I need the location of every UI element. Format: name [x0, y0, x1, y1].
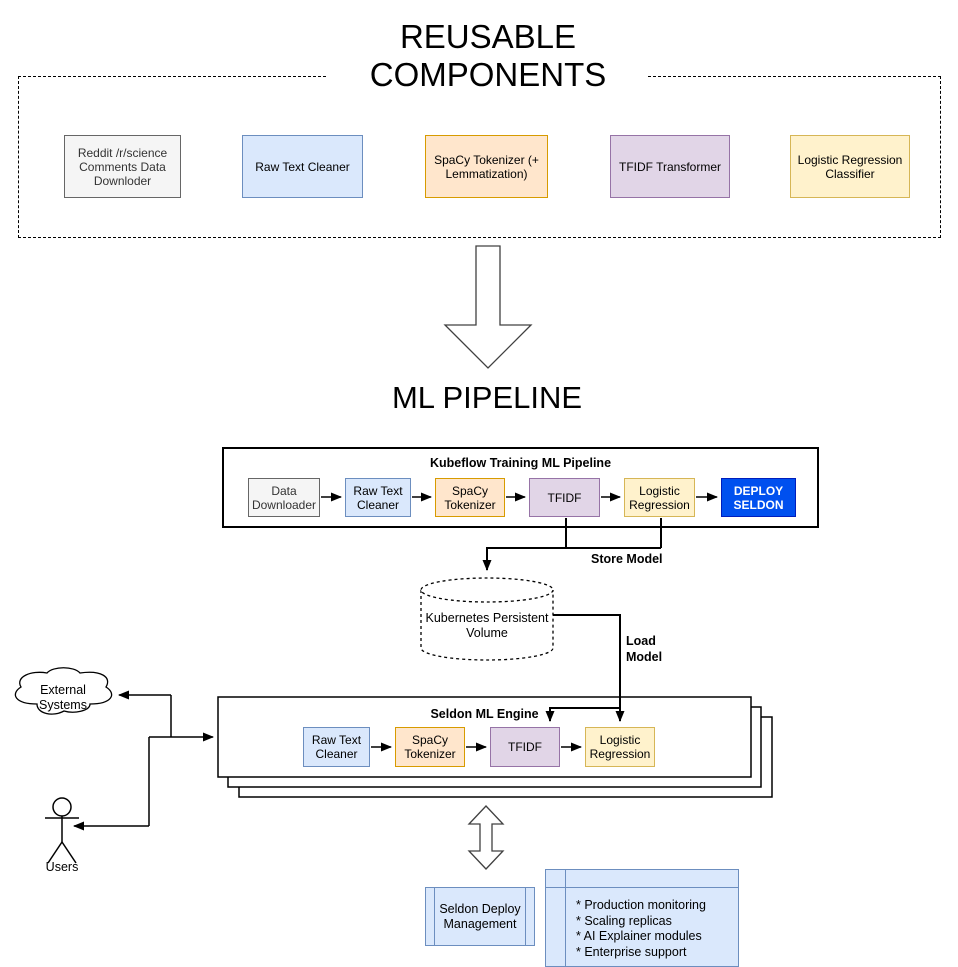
external-connectors [73, 690, 214, 831]
seldon-step-logistic-regression: Logistic Regression [585, 727, 655, 767]
feature-production-monitoring: * Production monitoring [576, 898, 706, 912]
seldon-engine-title: Seldon ML Engine [430, 707, 539, 721]
kubeflow-step-deploy-seldon: DEPLOY SELDON [721, 478, 796, 517]
cloud-icon [14, 667, 113, 715]
store-model-label: Store Model [591, 552, 663, 566]
kubeflow-step-logistic-regression: Logistic Regression [624, 478, 695, 517]
seldon-step-spacy-tokenizer: SpaCy Tokenizer [395, 727, 465, 767]
kubeflow-step-raw-text-cleaner: Raw Text Cleaner [345, 478, 411, 517]
down-arrow-icon [443, 245, 533, 369]
feature-ai-explainer-modules: * AI Explainer modules [576, 929, 702, 943]
ml-pipeline-title: ML PIPELINE [337, 379, 637, 417]
kubeflow-step-spacy-tokenizer: SpaCy Tokenizer [435, 478, 505, 517]
process-bar-left [565, 870, 566, 966]
process-bar-right [525, 888, 526, 945]
kubeflow-step-data-downloader: Data Downloader [248, 478, 320, 517]
feature-scaling-replicas: * Scaling replicas [576, 913, 672, 928]
component-reddit-downloader: Reddit /r/science Comments Data Downlode… [64, 135, 181, 198]
kubeflow-pipeline-container [222, 447, 819, 528]
kubeflow-step-tfidf: TFIDF [529, 478, 600, 517]
process-bar-top [546, 887, 738, 888]
reusable-components-title: REUSABLE COMPONENTS [328, 18, 648, 94]
user-actor-icon [45, 797, 79, 864]
seldon-step-tfidf: TFIDF [490, 727, 560, 767]
deploy-features-box: * Production monitoring * Scaling replic… [545, 869, 739, 967]
seldon-deploy-management-box: Seldon Deploy Management [425, 887, 535, 946]
double-arrow-icon [467, 805, 505, 870]
external-systems-label: External Systems [39, 683, 87, 712]
users-label: Users [45, 860, 79, 874]
feature-enterprise-support: * Enterprise support [576, 944, 687, 959]
persistent-volume-cylinder [420, 577, 554, 661]
process-bar-left [434, 888, 435, 945]
seldon-step-raw-text-cleaner: Raw Text Cleaner [303, 727, 370, 767]
seldon-deploy-management-label: Seldon Deploy Management [439, 901, 521, 931]
component-raw-text-cleaner: Raw Text Cleaner [242, 135, 363, 198]
store-model-connector [482, 518, 662, 571]
component-spacy-tokenizer: SpaCy Tokenizer (+ Lemmatization) [425, 135, 548, 198]
component-logistic-regression: Logistic Regression Classifier [790, 135, 910, 198]
kubeflow-pipeline-title: Kubeflow Training ML Pipeline [429, 456, 612, 470]
component-tfidf-transformer: TFIDF Transformer [610, 135, 730, 198]
load-model-label: Load Model [626, 634, 663, 664]
persistent-volume-label: Kubernetes Persistent Volume [425, 611, 549, 640]
load-model-connector [545, 614, 625, 722]
